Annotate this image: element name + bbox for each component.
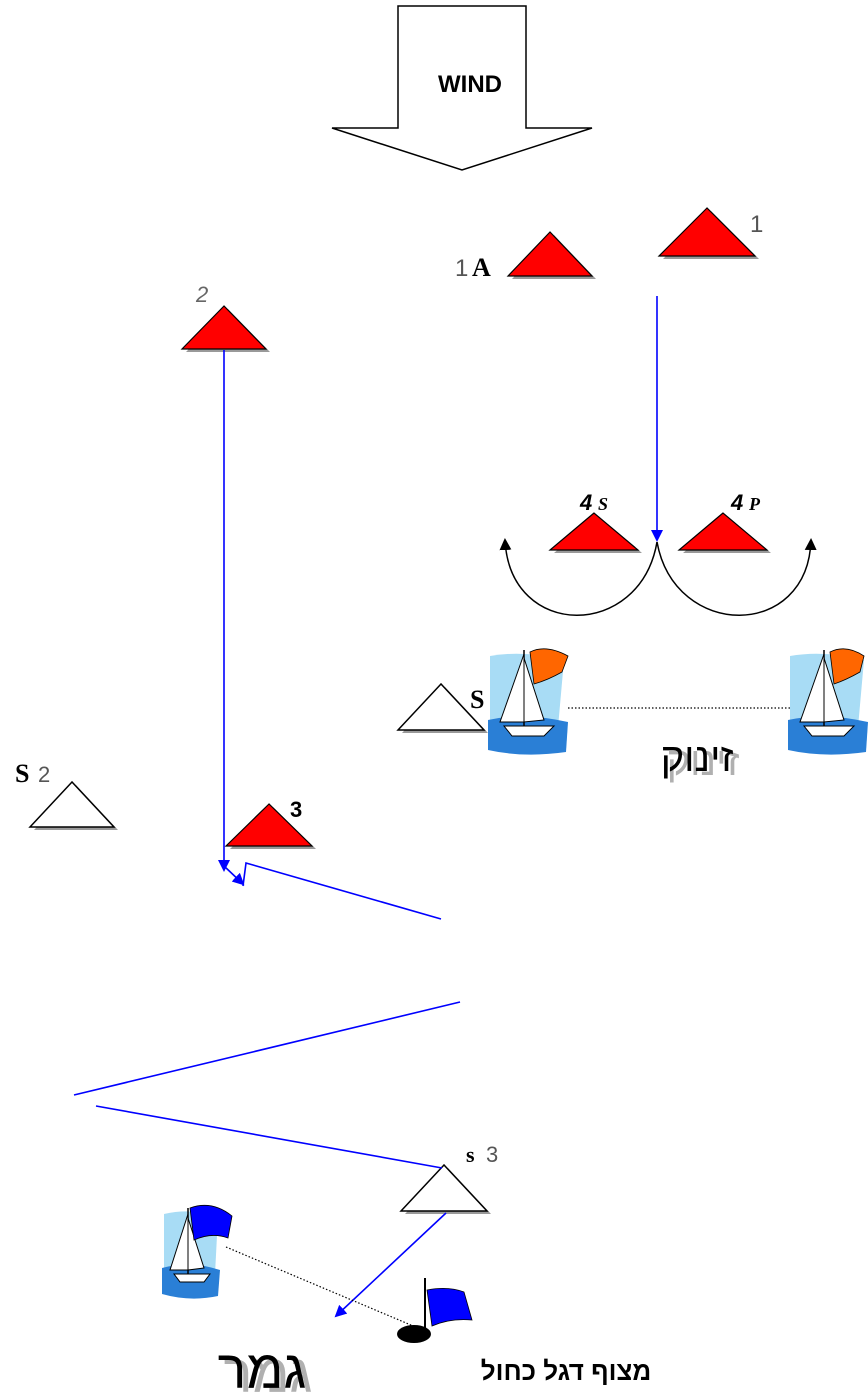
- mark-1a-letter: A: [472, 253, 491, 282]
- start-label: זינוק: [661, 736, 734, 780]
- mark-1: 1: [657, 207, 763, 259]
- mark-4p: 4 P: [677, 490, 771, 553]
- buoy-flag-icon: [426, 1288, 473, 1327]
- start-flag-icon: [529, 648, 569, 685]
- mark-1a: 1 A: [455, 231, 596, 282]
- blue-flag-buoy-icon: [397, 1278, 473, 1343]
- finish-boat-sailboat-icon: [162, 1204, 233, 1299]
- mark-s2-letter: S: [15, 759, 29, 788]
- mark-1-number: 1: [750, 211, 763, 238]
- finish-buoy-label: מצוף דגל כחול: [481, 1356, 652, 1386]
- course-leg-3-to-s1: [242, 861, 442, 920]
- finish-boat-flag-icon: [189, 1204, 233, 1241]
- wind-arrow-icon: WIND: [331, 5, 593, 171]
- starboard-rounding-arc: [499, 538, 658, 616]
- gate-rounding-arrows: [499, 538, 817, 616]
- mark-s1-letter: S: [470, 685, 484, 714]
- finish-line: [225, 1246, 419, 1329]
- finish-label: גמר: [218, 1340, 307, 1399]
- port-rounding-arc: [656, 538, 817, 616]
- mark-4s-letter: S: [598, 494, 608, 514]
- mark-3: 3: [224, 797, 316, 849]
- mark-s3-number: 3: [486, 1142, 498, 1167]
- course-leg-s3-to-finish: [334, 1212, 447, 1318]
- start-boat-left-sailboat-icon: [488, 648, 569, 755]
- course-path: [73, 296, 663, 1318]
- course-leg-s2-to-s3: [95, 1105, 443, 1169]
- mark-4p-number: 4: [730, 490, 743, 515]
- mark-2: 2: [180, 282, 270, 352]
- mark-s2-number: 2: [38, 762, 50, 787]
- mark-s3-letter: s: [466, 1142, 475, 1167]
- course-leg-s1-to-s2: [73, 1001, 461, 1096]
- mark-s3: s 3: [399, 1142, 498, 1214]
- finish-label-shadow: גמר: [224, 1344, 313, 1399]
- mark-4p-letter: P: [748, 494, 761, 514]
- mark-4s: 4 S: [548, 490, 642, 553]
- start-label-shadow: זינוק: [667, 740, 740, 784]
- start-flag-icon: [829, 648, 865, 685]
- wind-label: WIND: [438, 71, 502, 98]
- mark-3-number: 3: [290, 797, 302, 822]
- mark-s2: S 2: [15, 759, 118, 830]
- mark-1a-number: 1: [455, 255, 468, 282]
- mark-2-number: 2: [195, 282, 208, 307]
- course-turn-at-3: [223, 865, 245, 886]
- mark-4s-number: 4: [579, 490, 592, 515]
- start-boat-right-sailboat-icon: [788, 648, 868, 755]
